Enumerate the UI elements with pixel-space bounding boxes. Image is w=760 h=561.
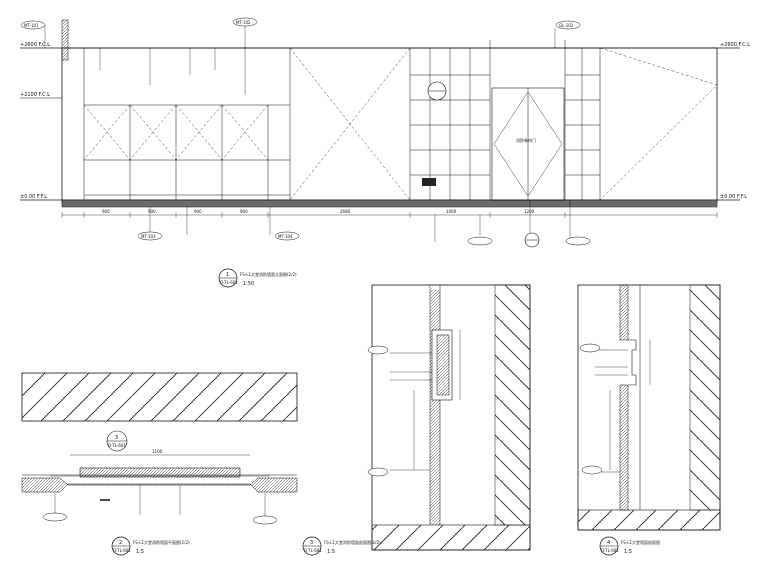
tag-top-mid: MT-102 xyxy=(236,20,251,25)
plan-drawing: 1100 3 D-TL-601 2 D-TL-601 FS-L1大堂消防墙面平面… xyxy=(21,372,298,556)
plan-title-block: 2 D-TL-601 FS-L1大堂消防墙面平面图(2/2) 1:5 xyxy=(111,536,190,556)
tag-bottom-2: MT-104 xyxy=(278,234,293,239)
plan-title: FS-L1大堂消防墙面平面图(2/2) xyxy=(133,539,190,545)
section-4-symbol-top: 4 xyxy=(607,540,610,546)
plan-symbol-bottom: D-TL-601 xyxy=(113,548,131,553)
elevation-symbol-top: 1 xyxy=(226,272,229,278)
fire-alarm-panel xyxy=(422,178,436,186)
plan-section-callout: 3 D-TL-601 xyxy=(106,430,128,452)
section-4-title-block: 4 D-TL-601 FS-L1大堂墙面剖面图 1:5 xyxy=(599,536,660,556)
dim-1: 900 xyxy=(102,209,110,214)
section-4-scale: 1:5 xyxy=(624,549,632,555)
elevation-section-callout xyxy=(427,81,540,248)
dim-6: 1060 xyxy=(446,209,457,214)
tag-bottom-1: MT-103 xyxy=(141,234,156,239)
dim-3: 900 xyxy=(194,209,202,214)
level-ceiling-right: +2600 F.C.L xyxy=(720,42,750,48)
tag-top-left: MT-101 xyxy=(24,23,39,28)
section-3-drawing: 3 D-TL-601 FS-L1大堂消防墙面剖面图(2/2) 1:5 xyxy=(302,284,531,556)
level-floor-right: ±0.00 F.F.L xyxy=(720,194,747,200)
dim-7: 1200 xyxy=(524,209,535,214)
dim-2: 900 xyxy=(148,209,156,214)
section-3-symbol-top: 3 xyxy=(310,540,313,546)
elevation-drawing: 消防卷帘门 xyxy=(20,17,750,288)
elevation-symbol-bottom: D-TL-601 xyxy=(220,280,238,285)
section-3-symbol-bottom: D-TL-601 xyxy=(304,548,322,553)
section-3-title: FS-L1大堂消防墙面剖面图(2/2) xyxy=(324,539,381,545)
plan-dim: 1100 xyxy=(152,449,163,454)
level-mid-left: +2100 F.C.L xyxy=(20,92,50,98)
level-ceiling-left: +2600 F.C.L xyxy=(20,42,50,48)
elevation-title: FS-L1大堂消防墙面立面图(2/2) xyxy=(240,271,297,277)
plan-symbol-top: 2 xyxy=(119,540,122,546)
level-floor-left: ±0.00 F.F.L xyxy=(20,194,47,200)
section-4-drawing: 4 D-TL-601 FS-L1大堂墙面剖面图 1:5 xyxy=(577,284,721,556)
elevation-title-block: 1 D-TL-601 FS-L1大堂消防墙面立面图(2/2) 1:50 xyxy=(218,268,297,288)
fire-shutter-door: 消防卷帘门 xyxy=(491,87,565,201)
plan-scale: 1:5 xyxy=(136,549,144,555)
plan-callout-bottom: D-TL-601 xyxy=(108,443,126,448)
door-label: 消防卷帘门 xyxy=(516,137,536,143)
section-3-scale: 1:5 xyxy=(327,549,335,555)
plan-callout-top: 3 xyxy=(115,435,118,441)
section-4-symbol-bottom: D-TL-601 xyxy=(601,548,619,553)
elevation-scale: 1:50 xyxy=(243,281,254,287)
dim-4: 900 xyxy=(240,209,248,214)
section-4-title: FS-L1大堂墙面剖面图 xyxy=(621,539,660,545)
tag-top-right: GL-101 xyxy=(559,23,574,28)
section-3-title-block: 3 D-TL-601 FS-L1大堂消防墙面剖面图(2/2) 1:5 xyxy=(302,536,381,556)
dim-5: 2680 xyxy=(340,209,351,214)
